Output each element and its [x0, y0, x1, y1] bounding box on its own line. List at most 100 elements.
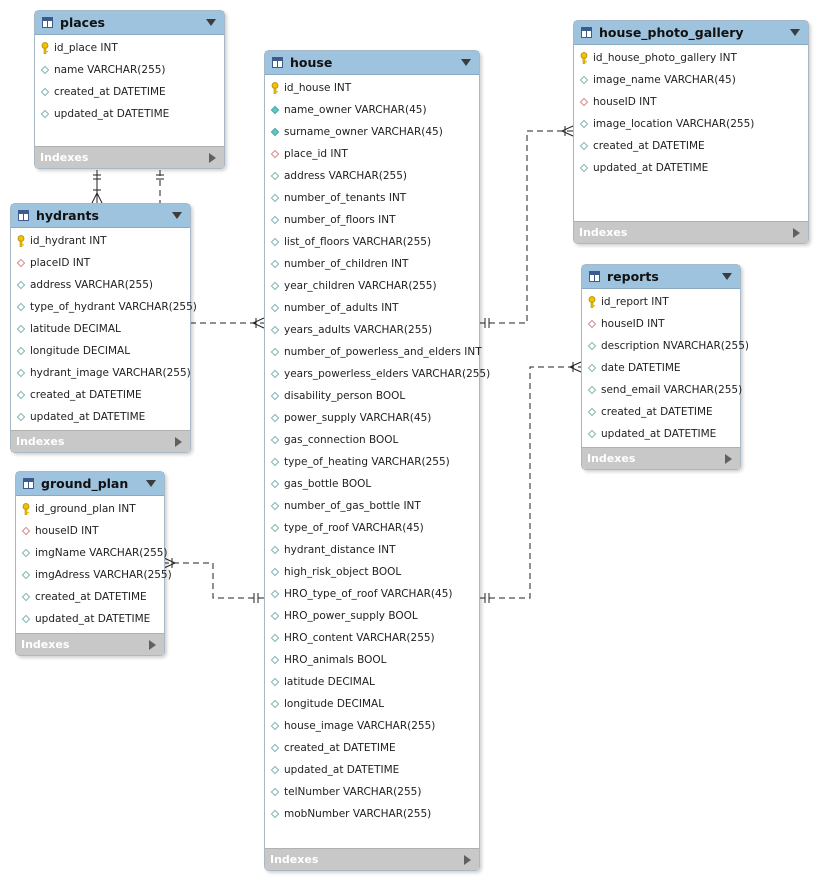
column-row[interactable]: gas_bottle BOOL [265, 473, 479, 495]
indexes-section[interactable]: Indexes [35, 146, 224, 168]
column-row[interactable]: surname_owner VARCHAR(45) [265, 121, 479, 143]
column-row[interactable]: image_name VARCHAR(45) [574, 69, 808, 91]
collapse-arrow-icon[interactable] [172, 212, 182, 219]
column-row[interactable]: HRO_animals BOOL [265, 649, 479, 671]
column-row[interactable]: updated_at DATETIME [11, 406, 190, 428]
column-row[interactable]: latitude DECIMAL [11, 318, 190, 340]
column-row[interactable]: created_at DATETIME [582, 401, 740, 423]
table-header[interactable]: reports [582, 265, 740, 289]
column-row[interactable]: houseID INT [16, 520, 164, 542]
column-row[interactable]: house_image VARCHAR(255) [265, 715, 479, 737]
indexes-section[interactable]: Indexes [265, 848, 479, 870]
table-header[interactable]: hydrants [11, 204, 190, 228]
column-row[interactable]: imgAdress VARCHAR(255) [16, 564, 172, 586]
table-house-photo-gallery[interactable]: house_photo_gallery id_house_photo_galle… [573, 20, 809, 244]
column-row[interactable]: imgName VARCHAR(255) [16, 542, 168, 564]
column-row[interactable]: name_owner VARCHAR(45) [265, 99, 479, 121]
column-row[interactable]: longitude DECIMAL [265, 693, 479, 715]
column-row[interactable]: high_risk_object BOOL [265, 561, 479, 583]
column-row[interactable]: power_supply VARCHAR(45) [265, 407, 479, 429]
column-row[interactable]: updated_at DATETIME [16, 608, 164, 630]
column-row[interactable]: updated_at DATETIME [35, 103, 224, 125]
column-row[interactable]: address VARCHAR(255) [11, 274, 190, 296]
column-row[interactable]: disability_person BOOL [265, 385, 479, 407]
column-row[interactable]: mobNumber VARCHAR(255) [265, 803, 479, 825]
column-row[interactable]: telNumber VARCHAR(255) [265, 781, 479, 803]
collapse-arrow-icon[interactable] [461, 59, 471, 66]
column-row[interactable]: number_of_tenants INT [265, 187, 479, 209]
column-row[interactable]: image_location VARCHAR(255) [574, 113, 808, 135]
expand-arrow-icon[interactable] [793, 227, 800, 238]
collapse-arrow-icon[interactable] [146, 480, 156, 487]
column-row[interactable]: houseID INT [582, 313, 740, 335]
column-row[interactable]: updated_at DATETIME [582, 423, 740, 445]
column-row[interactable]: created_at DATETIME [265, 737, 479, 759]
column-row[interactable]: type_of_heating VARCHAR(255) [265, 451, 479, 473]
column-row[interactable]: year_children VARCHAR(255) [265, 275, 479, 297]
column-row[interactable]: years_adults VARCHAR(255) [265, 319, 479, 341]
indexes-section[interactable]: Indexes [582, 447, 740, 469]
column-diamond-icon [270, 523, 280, 533]
table-header[interactable]: places [35, 11, 224, 35]
column-row[interactable]: houseID INT [574, 91, 808, 113]
collapse-arrow-icon[interactable] [206, 19, 216, 26]
column-row[interactable]: number_of_gas_bottle INT [265, 495, 479, 517]
column-row[interactable]: HRO_type_of_roof VARCHAR(45) [265, 583, 479, 605]
column-row[interactable]: gas_connection BOOL [265, 429, 479, 451]
table-header[interactable]: house_photo_gallery [574, 21, 808, 45]
collapse-arrow-icon[interactable] [790, 29, 800, 36]
column-row[interactable]: created_at DATETIME [35, 81, 224, 103]
column-row[interactable]: send_email VARCHAR(255) [582, 379, 742, 401]
collapse-arrow-icon[interactable] [722, 273, 732, 280]
column-row[interactable]: updated_at DATETIME [574, 157, 808, 179]
expand-arrow-icon[interactable] [175, 436, 182, 447]
column-row[interactable]: number_of_floors INT [265, 209, 479, 231]
column-row[interactable]: created_at DATETIME [16, 586, 164, 608]
column-row[interactable]: HRO_content VARCHAR(255) [265, 627, 479, 649]
column-text: number_of_powerless_and_elders INT [284, 346, 482, 358]
column-row[interactable]: number_of_adults INT [265, 297, 479, 319]
column-row[interactable]: place_id INT [265, 143, 479, 165]
column-row[interactable]: list_of_floors VARCHAR(255) [265, 231, 479, 253]
column-row[interactable]: number_of_powerless_and_elders INT [265, 341, 482, 363]
column-row[interactable]: id_ground_plan INT [16, 498, 164, 520]
foreign-key-diamond-icon [270, 149, 280, 159]
rel-places-hydrants-2 [156, 170, 164, 204]
column-row[interactable]: description NVARCHAR(255) [582, 335, 749, 357]
column-row[interactable]: hydrant_distance INT [265, 539, 479, 561]
column-row[interactable]: date DATETIME [582, 357, 740, 379]
column-row[interactable]: type_of_hydrant VARCHAR(255) [11, 296, 197, 318]
column-row[interactable]: longitude DECIMAL [11, 340, 190, 362]
expand-arrow-icon[interactable] [464, 854, 471, 865]
column-row[interactable]: id_house INT [265, 77, 479, 99]
table-header[interactable]: ground_plan [16, 472, 164, 496]
expand-arrow-icon[interactable] [149, 639, 156, 650]
indexes-section[interactable]: Indexes [11, 430, 190, 452]
column-row[interactable]: HRO_power_supply BOOL [265, 605, 479, 627]
column-row[interactable]: name VARCHAR(255) [35, 59, 224, 81]
column-row[interactable]: created_at DATETIME [574, 135, 808, 157]
column-row[interactable]: hydrant_image VARCHAR(255) [11, 362, 191, 384]
column-row[interactable]: address VARCHAR(255) [265, 165, 479, 187]
expand-arrow-icon[interactable] [725, 453, 732, 464]
column-row[interactable]: latitude DECIMAL [265, 671, 479, 693]
column-row[interactable]: id_place INT [35, 37, 224, 59]
column-row[interactable]: id_house_photo_gallery INT [574, 47, 808, 69]
indexes-section[interactable]: Indexes [574, 221, 808, 243]
column-row[interactable]: id_report INT [582, 291, 740, 313]
table-header[interactable]: house [265, 51, 479, 75]
column-row[interactable]: updated_at DATETIME [265, 759, 479, 781]
column-row[interactable]: placeID INT [11, 252, 190, 274]
column-row[interactable]: type_of_roof VARCHAR(45) [265, 517, 479, 539]
indexes-section[interactable]: Indexes [16, 633, 164, 655]
column-row[interactable]: created_at DATETIME [11, 384, 190, 406]
column-row[interactable]: number_of_children INT [265, 253, 479, 275]
expand-arrow-icon[interactable] [209, 152, 216, 163]
column-row[interactable]: id_hydrant INT [11, 230, 190, 252]
column-row[interactable]: years_powerless_elders VARCHAR(255) [265, 363, 490, 385]
